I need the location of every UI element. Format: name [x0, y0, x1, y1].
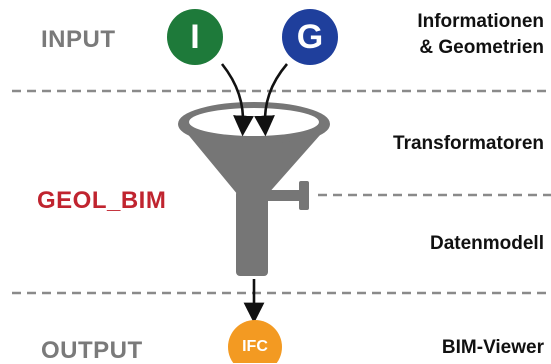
informationen-label: Informationen — [417, 11, 544, 32]
funnel-opening — [189, 108, 319, 136]
funnel-side-pipe — [266, 190, 306, 201]
datenmodell-label: Datenmodell — [429, 233, 544, 254]
funnel-valve-handle — [299, 181, 309, 210]
bim-viewer-label: BIM-Viewer — [441, 337, 544, 358]
funnel-stem — [236, 190, 268, 276]
arrow-g-to-funnel — [254, 63, 288, 137]
funnel-cone — [181, 126, 328, 210]
input-circle-g-label: G — [296, 18, 324, 56]
output-circle-ifc-label: IFC — [242, 338, 268, 355]
output-stage-label: OUTPUT — [41, 337, 143, 364]
geol-bim-label: GEOL_BIM — [37, 187, 167, 214]
input-circle-g — [282, 9, 338, 65]
arrow-i-to-funnel — [220, 63, 254, 137]
input-circle-i-label: I — [190, 18, 200, 56]
input-circle-i — [167, 9, 223, 65]
transformatoren-label: Transformatoren — [393, 133, 544, 154]
output-circle-ifc — [228, 320, 282, 363]
geometrien-label: & Geometrien — [419, 37, 544, 58]
input-stage-label: INPUT — [41, 26, 116, 53]
